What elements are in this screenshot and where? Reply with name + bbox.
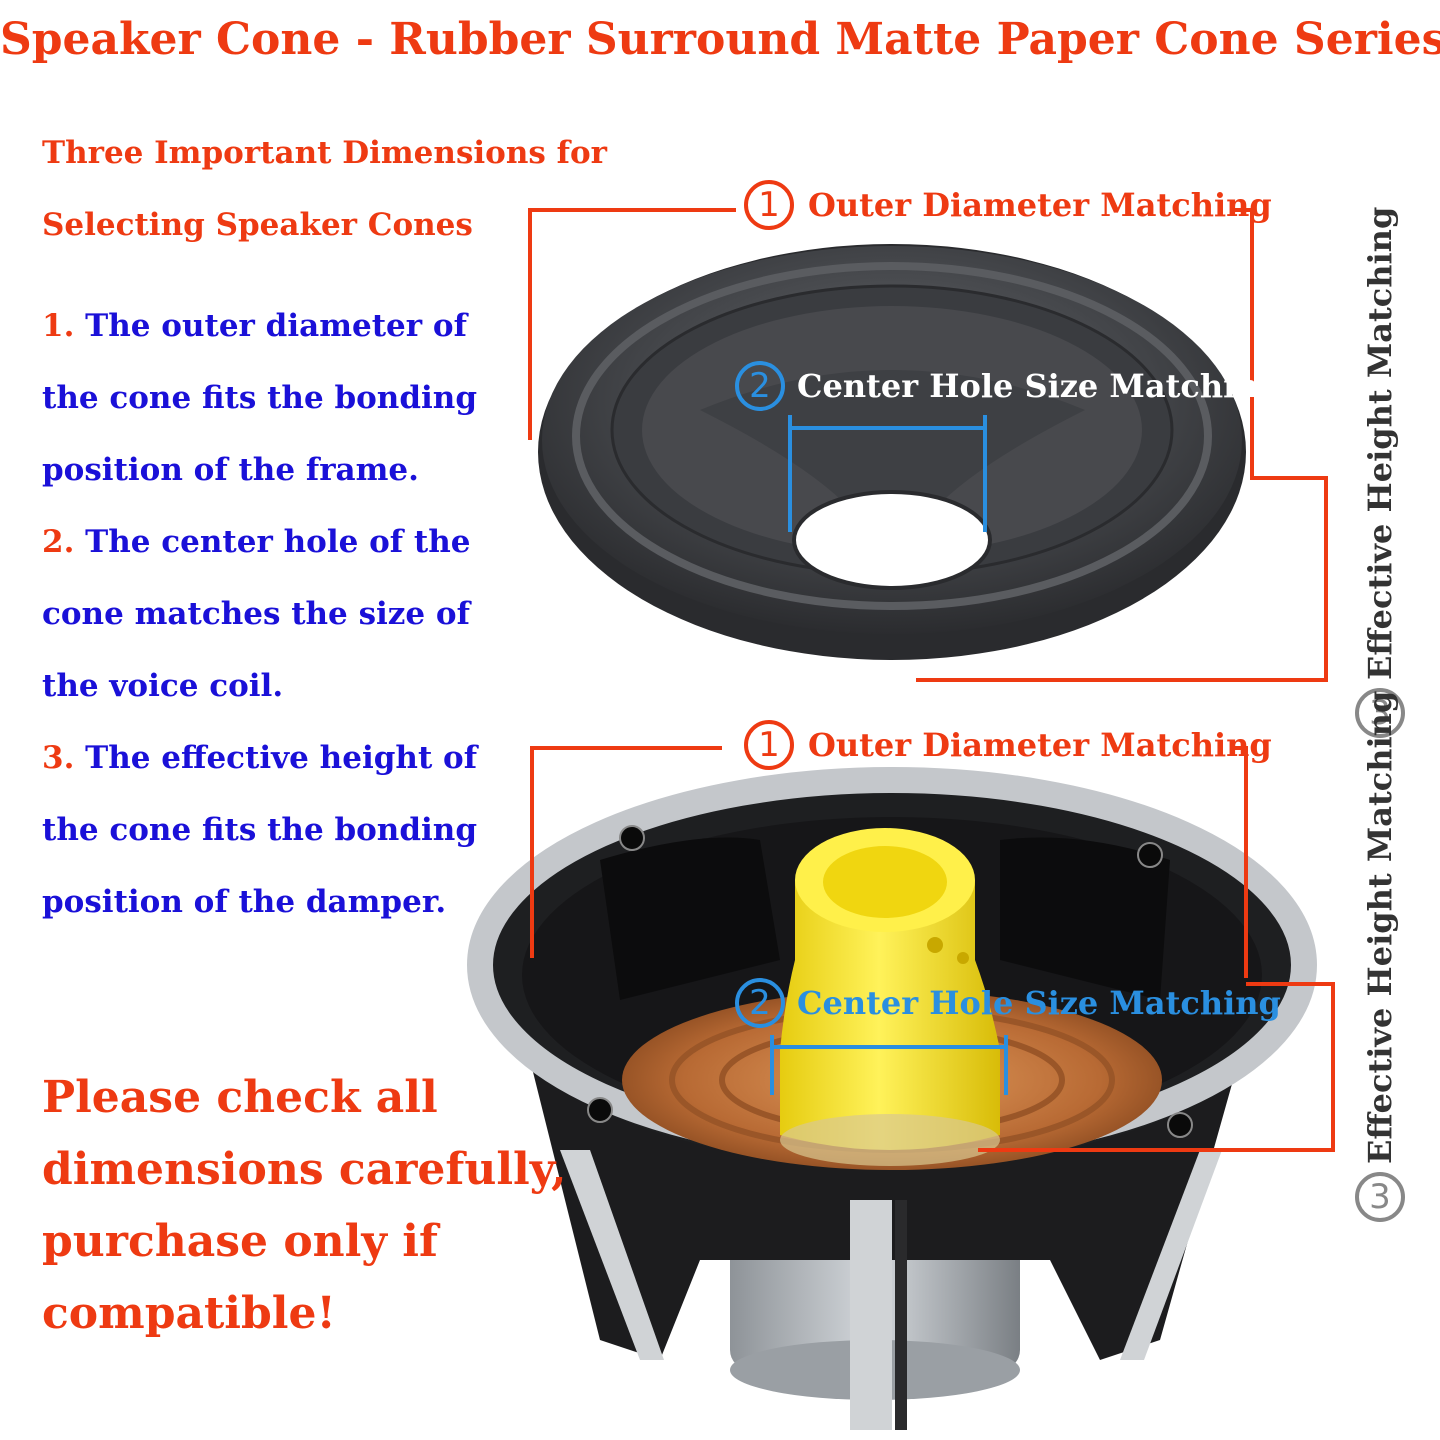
step-1-line-3: position of the frame. xyxy=(42,452,419,488)
outer-diameter-label: Outer Diameter Matching xyxy=(808,186,1272,224)
speaker-cone-drawing xyxy=(538,244,1246,660)
number-2-circle-icon: 2 xyxy=(735,361,785,411)
step-2-line-1: The center hole of the xyxy=(85,524,471,560)
step-1-line-2: the cone fits the bonding xyxy=(42,380,478,416)
step-3: 3. The effective height of the cone fits… xyxy=(42,722,477,938)
step-1-line-1: The outer diameter of xyxy=(85,308,467,344)
lower-height-line xyxy=(978,982,1335,1152)
lower-outer-diameter-callout: 1 Outer Diameter Matching xyxy=(744,720,1272,770)
center-hole-label: Center Hole Size Matching xyxy=(797,984,1281,1022)
speaker-frame-drawing xyxy=(467,767,1317,1430)
lower-height-callout: 3 Effective Height Matching xyxy=(1355,691,1405,1222)
effective-height-label: Effective Height Matching xyxy=(1361,690,1399,1164)
upper-height-callout: 3 Effective Height Matching xyxy=(1355,207,1405,738)
lower-center-hole-callout: 2 Center Hole Size Matching xyxy=(735,978,1281,1028)
upper-outer-diameter-line xyxy=(528,208,736,440)
page-title: Speaker Cone - Rubber Surround Matte Pap… xyxy=(0,14,1440,65)
step-2: 2. The center hole of the cone matches t… xyxy=(42,506,471,722)
intro-line-1: Three Important Dimensions for xyxy=(42,135,607,171)
center-hole-label: Center Hole Size Matching xyxy=(797,367,1281,405)
step-2-number: 2. xyxy=(42,524,75,560)
step-2-line-2: cone matches the size of xyxy=(42,596,470,632)
number-2-circle-icon: 2 xyxy=(735,978,785,1028)
intro-line-2: Selecting Speaker Cones xyxy=(42,207,473,243)
warning-line-4: compatible! xyxy=(42,1288,336,1339)
number-1-circle-icon: 1 xyxy=(744,180,794,230)
step-1-number: 1. xyxy=(42,308,75,344)
outer-diameter-label: Outer Diameter Matching xyxy=(808,726,1272,764)
number-1-circle-icon: 1 xyxy=(744,720,794,770)
effective-height-label: Effective Height Matching xyxy=(1361,206,1399,680)
step-3-number: 3. xyxy=(42,740,75,776)
upper-height-line xyxy=(916,476,1328,682)
step-3-line-1: The effective height of xyxy=(85,740,478,776)
upper-outer-diameter-callout: 1 Outer Diameter Matching xyxy=(744,180,1272,230)
upper-center-hole-callout: 2 Center Hole Size Matching xyxy=(735,361,1281,411)
warning-line-1: Please check all xyxy=(42,1072,438,1123)
step-3-line-3: position of the damper. xyxy=(42,884,447,920)
warning-line-2: dimensions carefully, xyxy=(42,1144,567,1195)
guide-lines xyxy=(528,208,1335,1152)
step-2-line-3: the voice coil. xyxy=(42,668,284,704)
number-3-circle-icon: 3 xyxy=(1355,1172,1405,1222)
step-3-line-2: the cone fits the bonding xyxy=(42,812,478,848)
lower-outer-diameter-line xyxy=(530,746,722,958)
step-1: 1. The outer diameter of the cone fits t… xyxy=(42,290,477,506)
compatibility-warning: Please check all dimensions carefully, p… xyxy=(42,1062,566,1350)
warning-line-3: purchase only if xyxy=(42,1216,438,1267)
